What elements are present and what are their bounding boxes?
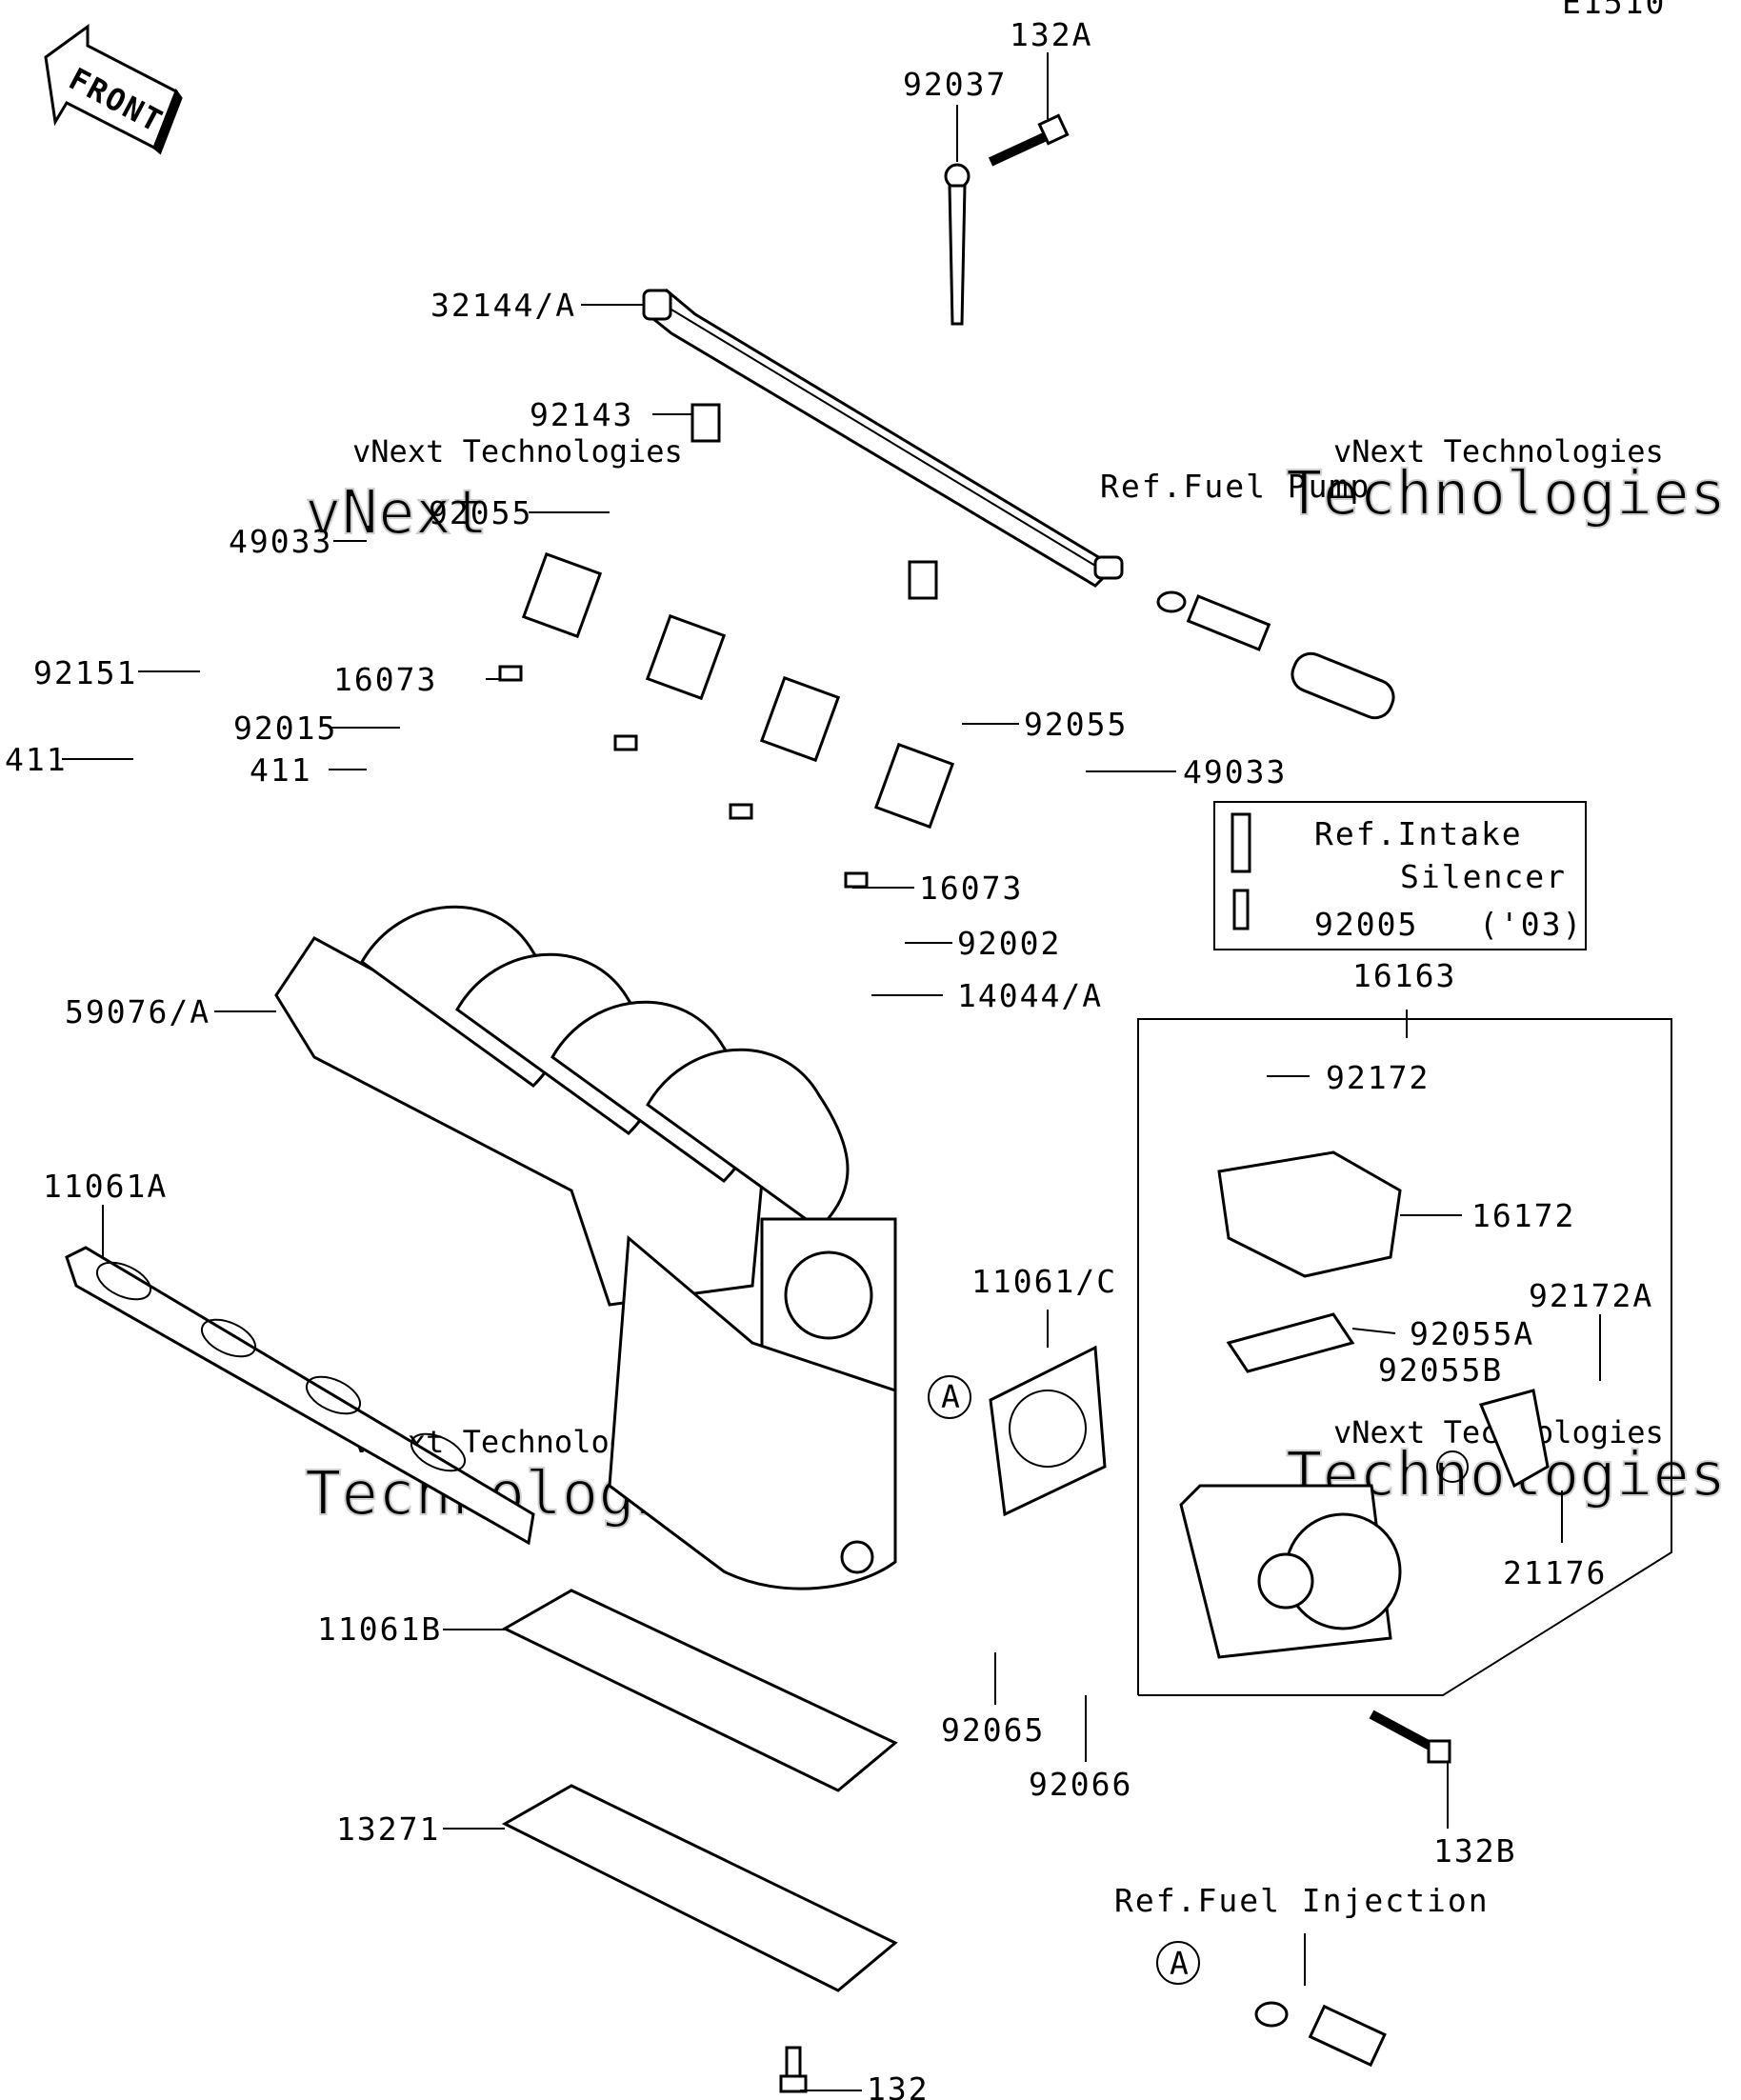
bracket-92037 [944,163,971,326]
figure-code: E1510 [1562,0,1666,21]
label-ref-fuel-injection: Ref.Fuel Injection [1114,1882,1490,1919]
label-92037: 92037 [903,66,1007,103]
label-16073-top: 16073 [333,661,437,698]
label-92055-top: 92055 [429,494,532,531]
label-59076a: 59076/A [65,993,210,1030]
label-92002: 92002 [957,925,1061,962]
label-32144a: 32144/A [430,287,576,324]
leader-lines [62,52,1601,2091]
label-92065: 92065 [941,1711,1045,1749]
label-92172a: 92172A [1529,1277,1653,1314]
callouts [928,1375,1200,1985]
label-49033-left: 49033 [229,523,332,560]
throttle-body-group [1137,1018,1672,1696]
label-11061b: 11061B [317,1610,442,1648]
watermark-line: vNext Technologies [352,433,683,470]
label-92055-right: 92055 [1024,706,1128,743]
label-21176: 21176 [1503,1554,1607,1591]
label-92055a: 92055A [1410,1315,1534,1352]
label-132: 132 [867,2070,930,2100]
gasket-11061b [501,1589,898,1792]
watermark-sub: Technologies [1286,459,1726,530]
fuel-rail [642,288,1124,588]
injectors [498,403,955,889]
label-92143: 92143 [530,396,633,433]
watermark-brand: vNext [305,478,489,549]
bolt-132a [988,113,1070,167]
label-11061a: 11061A [43,1168,168,1205]
label-411-right: 411 [250,751,312,789]
label-132a: 132A [1010,16,1092,53]
bolt-132b [1369,1710,1451,1764]
fuel-injection-sensor [1254,2001,1387,2068]
label-92151: 92151 [33,654,137,691]
label-92055b: 92055B [1378,1351,1503,1389]
label-ref-fuel-pump: Ref.Fuel Pump [1100,468,1371,505]
label-132b: 132B [1433,1832,1516,1870]
plate-13271 [501,1784,898,1992]
label-92066: 92066 [1029,1766,1132,1803]
label-92172: 92172 [1326,1059,1430,1096]
front-arrow-icon: FRONT [44,24,183,155]
label-16163: 16163 [1352,957,1456,994]
label-92005: 92005 [1314,906,1418,943]
label-silencer: Silencer [1400,858,1567,895]
label-year-03: ('03) [1479,906,1583,943]
gasket-11061c [989,1345,1107,1517]
label-13271: 13271 [336,1810,440,1848]
callout-a: A [941,1378,962,1415]
label-411-left: 411 [5,741,68,778]
label-49033-right: 49033 [1183,753,1287,790]
bolt-132 [779,2046,808,2093]
callout-a-2: A [1170,1945,1191,1982]
label-92015: 92015 [233,710,337,747]
ref-intake-box [1213,801,1587,950]
label-11061c: 11061/C [971,1263,1117,1300]
intake-manifold [274,905,897,1590]
gasket-11061a [65,1246,535,1546]
label-14044a: 14044/A [957,977,1103,1014]
part-labels: 132A 92037 32144/A 92143 92055 49033 Ref… [5,16,1653,2100]
label-16172: 16172 [1471,1197,1575,1234]
label-ref-intake: Ref.Intake [1314,815,1523,852]
watermark-sub: Technologies [1286,1440,1726,1510]
watermark-line: vNext Technologies [1333,433,1664,470]
label-16073-mid: 16073 [919,870,1023,907]
fuel-hose [1156,590,1395,720]
